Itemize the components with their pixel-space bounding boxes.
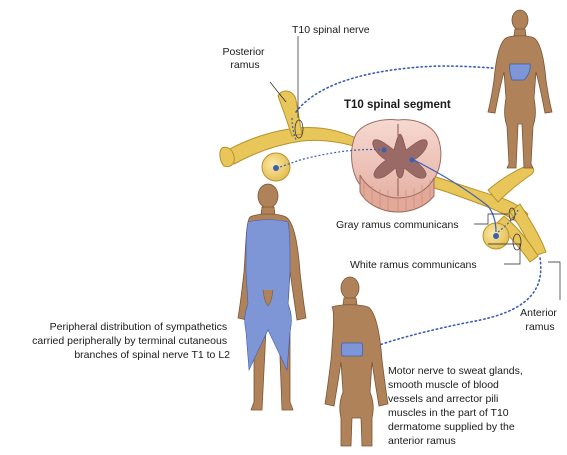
posterior-ramus-nerve (277, 90, 303, 137)
front-t10-dermatome-patch (340, 342, 364, 357)
body-figure-front-bottom (324, 276, 389, 447)
label-t10-spinal-segment: T10 spinal segment (344, 99, 451, 111)
anterior-ramus-path (365, 257, 542, 351)
label-t10-spinal-nerve: T10 spinal nerve (292, 24, 370, 36)
label-motor-nerve: Motor nerve to sweat glands, smooth musc… (388, 365, 526, 447)
sympathetic-pathway (279, 148, 519, 233)
leader-lines (269, 36, 561, 300)
posterior-ramus-path (295, 65, 515, 113)
body-figure-back-view (487, 9, 553, 169)
label-anterior-ramus: Anterior ramus (520, 307, 560, 333)
label-posterior-ramus: Posterior ramus (223, 46, 268, 71)
spinal-nerves (219, 90, 547, 263)
sympathetic-neuron (493, 233, 499, 239)
spinal-cord (351, 119, 442, 213)
left-nerve-stub (219, 146, 235, 167)
back-dermatome-patch (509, 63, 531, 81)
ganglion-neuron (273, 165, 279, 171)
label-peripheral-distribution: Peripheral distribution of sympathetics … (32, 321, 230, 361)
label-gray-ramus: Gray ramus communicans (336, 219, 459, 231)
upper-right-branch (487, 165, 535, 203)
grey-matter (372, 133, 428, 179)
white-ramus-path (291, 117, 297, 141)
label-white-ramus: White ramus communicans (350, 259, 477, 271)
